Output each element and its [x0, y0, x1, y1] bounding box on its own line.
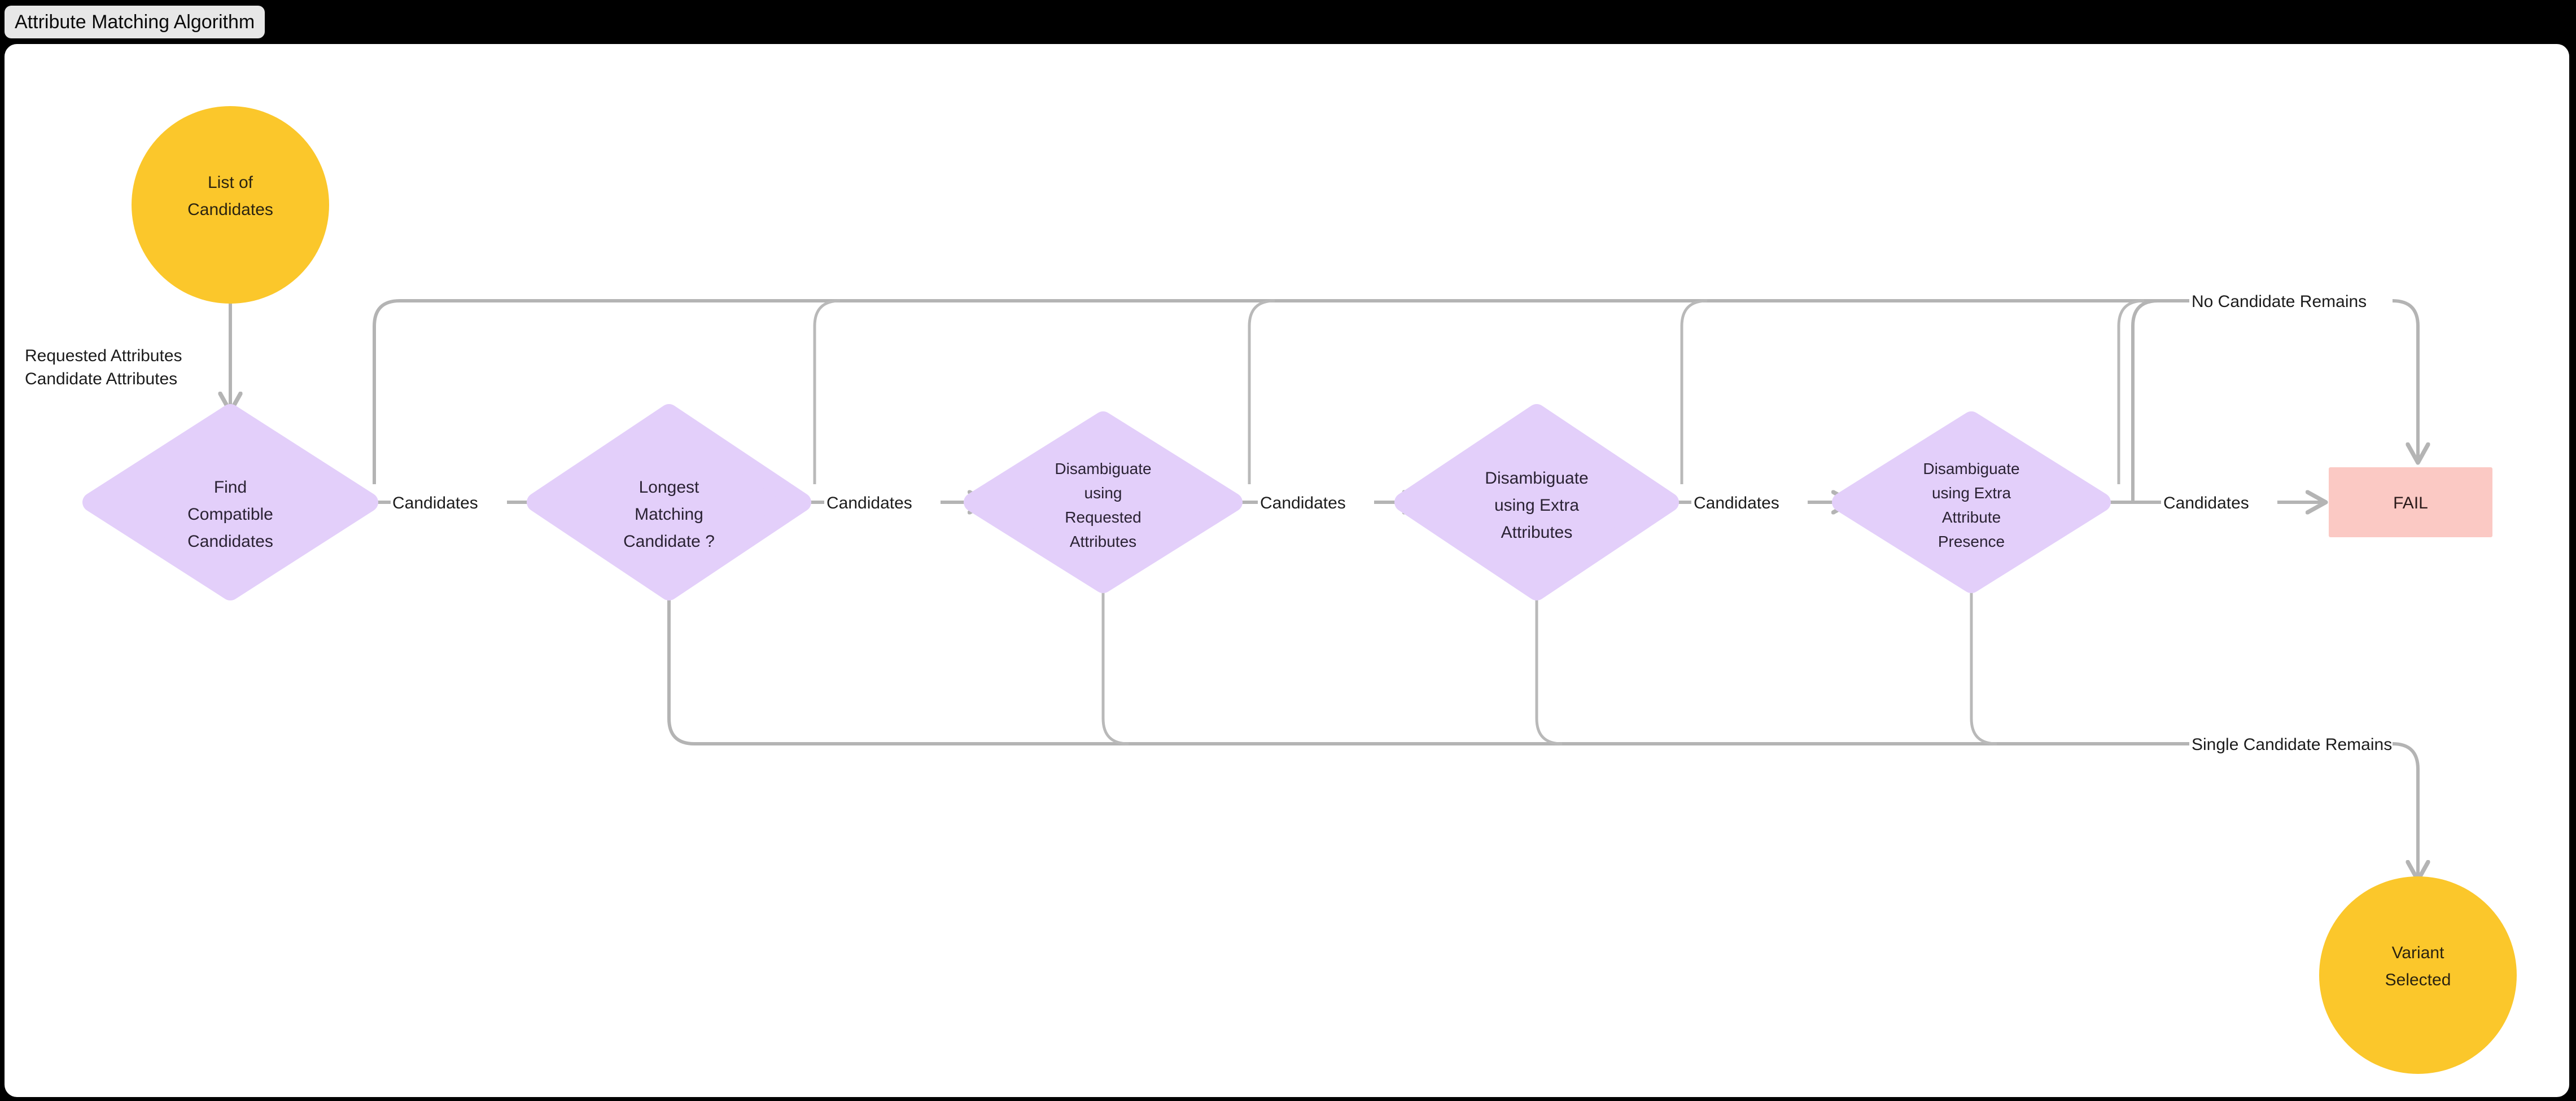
- edge-label-single-candidate-remains: Single Candidate Remains: [2192, 735, 2392, 754]
- decision-3-label-line-2: using: [1084, 484, 1122, 502]
- node-disambiguate-extra-attribute-presence[interactable]: Disambiguate using Extra Attribute Prese…: [1832, 411, 2111, 593]
- flowchart-svg: List of Candidates Requested Attributes …: [25, 106, 2517, 1074]
- decision-4-label-line-3: Attributes: [1501, 523, 1573, 542]
- edge-label-candidates-5: Candidates: [2163, 494, 2249, 512]
- edge-bottom-riser-3: [1101, 521, 1129, 745]
- decision-3-shape: [964, 411, 1243, 593]
- edge-label-candidates-4: Candidates: [1694, 494, 1779, 512]
- edge-top-drop-3: [1248, 299, 1275, 484]
- edge-label-requested-attributes: Requested Attributes: [25, 346, 182, 365]
- document-title-tab[interactable]: Attribute Matching Algorithm: [5, 6, 265, 38]
- edge-top-bus: [373, 299, 2189, 484]
- decision-4-label-line-2: using Extra: [1494, 496, 1579, 515]
- decision-2-label-line-1: Longest: [639, 478, 699, 497]
- edge-top-drop-5: [2117, 299, 2145, 484]
- node-list-of-candidates[interactable]: List of Candidates: [132, 106, 329, 304]
- decision-1-label-line-3: Candidates: [187, 532, 273, 551]
- edge-top-drop-2: [813, 299, 841, 484]
- decision-5-label-line-4: Presence: [1938, 533, 2005, 550]
- edge-label-no-candidate-remains: No Candidate Remains: [2192, 292, 2367, 311]
- end-circle-shape: [2319, 876, 2517, 1074]
- diagram-canvas[interactable]: List of Candidates Requested Attributes …: [5, 44, 2569, 1097]
- edge-single-candidate-to-variant: [2392, 742, 2418, 879]
- edge-no-candidate-riser: [2131, 299, 2189, 502]
- end-label-line-1: Variant: [2392, 944, 2444, 962]
- edge-label-candidates-2: Candidates: [826, 494, 912, 512]
- decision-2-shape: [527, 404, 811, 600]
- node-variant-selected[interactable]: Variant Selected: [2319, 876, 2517, 1074]
- decision-4-shape: [1394, 404, 1679, 600]
- edge-bottom-riser-4: [1535, 521, 1563, 745]
- decision-5-label-line-3: Attribute: [1942, 508, 2001, 526]
- fail-box-shape: [2329, 467, 2492, 537]
- edge-layer: [230, 270, 2418, 879]
- decision-4-label-line-1: Disambiguate: [1485, 469, 1588, 488]
- decision-5-label-line-2: using Extra: [1932, 484, 2011, 502]
- edge-top-drop-4: [1680, 299, 1708, 484]
- decision-1-label-line-2: Compatible: [187, 505, 273, 524]
- document-title-label: Attribute Matching Algorithm: [15, 11, 255, 33]
- node-find-compatible-candidates[interactable]: Find Compatible Candidates: [82, 404, 378, 600]
- node-fail[interactable]: FAIL: [2329, 467, 2492, 537]
- decision-5-label-line-1: Disambiguate: [1923, 460, 2019, 477]
- edge-label-candidates-3: Candidates: [1260, 494, 1346, 512]
- end-label-line-2: Selected: [2385, 971, 2451, 989]
- start-label-line-1: List of: [208, 173, 253, 192]
- decision-5-shape: [1832, 411, 2111, 593]
- edge-label-candidate-attributes: Candidate Attributes: [25, 370, 177, 388]
- decision-3-label-line-1: Disambiguate: [1055, 460, 1151, 477]
- decision-3-label-line-4: Attributes: [1070, 533, 1136, 550]
- decision-1-label-line-1: Find: [214, 478, 247, 497]
- edge-bottom-riser-5: [1970, 521, 1997, 745]
- edge-bottom-bus: [667, 521, 2189, 745]
- decision-1-shape: [82, 404, 378, 600]
- decision-3-label-line-3: Requested: [1065, 508, 1141, 526]
- decision-2-label-line-2: Matching: [635, 505, 703, 524]
- edge-no-candidate-to-fail: [2392, 299, 2418, 462]
- edge-label-input-attributes: Requested Attributes Candidate Attribute…: [25, 346, 182, 388]
- start-circle-shape: [132, 106, 329, 304]
- node-longest-matching-candidate[interactable]: Longest Matching Candidate ?: [527, 404, 811, 600]
- decision-2-label-line-3: Candidate ?: [623, 532, 715, 551]
- node-disambiguate-extra-attributes[interactable]: Disambiguate using Extra Attributes: [1394, 404, 1679, 600]
- start-label-line-2: Candidates: [187, 200, 273, 219]
- edge-label-candidates-1: Candidates: [392, 494, 478, 512]
- node-disambiguate-requested-attributes[interactable]: Disambiguate using Requested Attributes: [964, 411, 1243, 593]
- fail-label: FAIL: [2393, 494, 2428, 512]
